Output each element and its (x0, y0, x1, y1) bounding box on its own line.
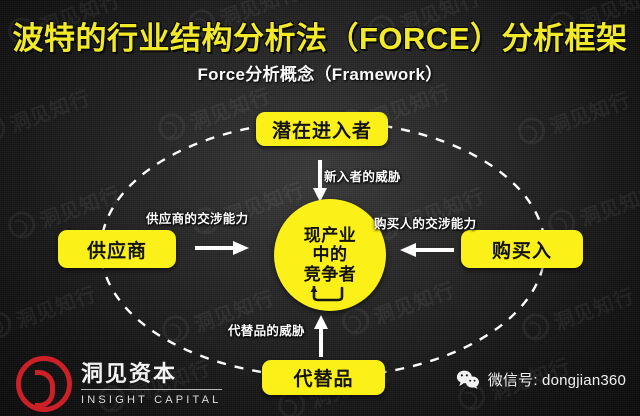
node-label-line-2: 中的 (312, 245, 348, 265)
wechat-id-label: 微信号: dongjian360 (487, 372, 626, 389)
page-subtitle: Force分析概念（Framework） (197, 65, 443, 84)
arrow-right-suppliers (195, 241, 249, 255)
node-potential-entrants[interactable]: 潜在进入者 (256, 112, 388, 146)
node-label-line-3: 竞争者 (303, 264, 357, 284)
edge-label-supplier-power: 供应商的交涉能力 (146, 212, 249, 226)
edge-label-buyer-power: 购买人的交涉能力 (374, 217, 477, 231)
node-substitutes[interactable]: 代替品 (262, 360, 385, 395)
arrow-left-buyers (400, 243, 454, 257)
wechat-contact: 微信号: dongjian360 (456, 369, 626, 390)
brand-text: 洞见资本 INSIGHT CAPITAL (81, 362, 222, 406)
node-label: 供应商 (86, 240, 147, 262)
node-label: 潜在进入者 (271, 120, 372, 142)
page-title: 波特的行业结构分析法（FORCE）分析框架 (12, 21, 628, 56)
brand-name-cn: 洞见资本 (81, 362, 222, 390)
node-label-line-1: 现产业 (303, 226, 357, 246)
edge-label-threat-of-entrants: 新入者的威胁 (324, 170, 401, 184)
node-label: 代替品 (293, 369, 354, 390)
arrow-up-substitutes (314, 315, 328, 357)
node-suppliers[interactable]: 供应商 (58, 230, 176, 268)
node-buyers[interactable]: 购买入 (461, 230, 583, 268)
self-loop-arrow-icon (310, 286, 344, 302)
brand-logo: 洞见资本 INSIGHT CAPITAL (16, 356, 222, 412)
insight-capital-d-icon (16, 356, 72, 412)
wechat-icon (456, 370, 479, 389)
brand-name-en: INSIGHT CAPITAL (81, 393, 222, 406)
node-label: 购买入 (491, 240, 552, 262)
node-industry-rivals[interactable]: 现产业 中的 竞争者 (274, 199, 386, 311)
edge-label-threat-of-substitutes: 代替品的威胁 (228, 324, 305, 338)
arrow-down-entrants (313, 160, 327, 202)
